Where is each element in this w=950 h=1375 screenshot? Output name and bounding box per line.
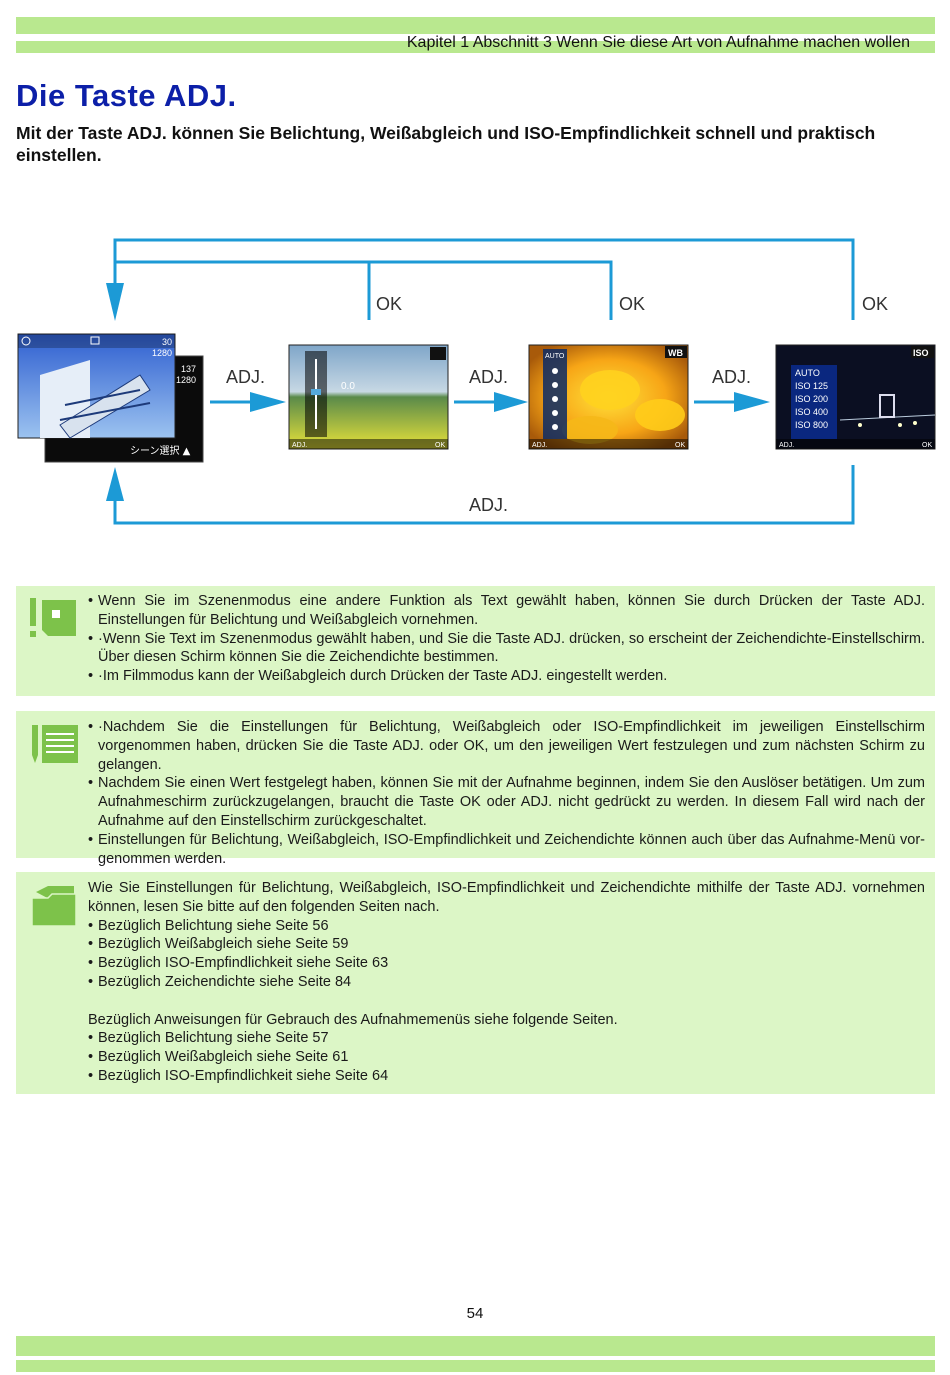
footer-band-top (16, 1336, 935, 1356)
screen-iso: AUTO ISO 125 ISO 200 ISO 400 ISO 800 ISO… (775, 344, 936, 450)
iso-badge: ISO (913, 348, 929, 358)
header-band-bottom (16, 41, 935, 53)
reference-box: Wie Sie Einstellungen für Belichtung, We… (16, 872, 935, 1094)
memo-icon (32, 725, 78, 763)
reference-link[interactable]: Bezüglich Weißabgleich siehe Seite 61 (88, 1048, 925, 1067)
svg-text:AUTO: AUTO (545, 353, 565, 360)
svg-text:ISO 800: ISO 800 (795, 420, 828, 430)
scene-select-label: シーン選択 ▲ (130, 444, 191, 457)
exposure-value: 0.0 (341, 381, 355, 392)
chapter-heading: Kapitel 1 Abschnitt 3 Wenn Sie diese Art… (406, 34, 910, 51)
wb-badge: WB (668, 348, 683, 358)
adj-label-bottom: ADJ. (469, 495, 508, 515)
header-band-top (16, 17, 935, 34)
loop-inner-line-2 (369, 260, 613, 320)
ok-label-3: OK (862, 294, 888, 314)
note-item: Einstellungen für Belichtung, Weißabglei… (88, 831, 925, 869)
svg-text:30: 30 (162, 337, 172, 347)
folder-icon (31, 886, 77, 927)
loop-bottom-line (113, 465, 855, 525)
adj-arrowhead-2 (494, 392, 528, 412)
footer-band-bottom (16, 1360, 935, 1372)
caution-item: ·Im Filmmodus kann der Weißabgleich durc… (88, 667, 925, 686)
svg-text:ISO 400: ISO 400 (795, 407, 828, 417)
down-arrowhead (106, 283, 124, 321)
reference-link[interactable]: Bezüglich ISO-Empfindlichkeit siehe Seit… (88, 954, 925, 973)
svg-text:AUTO: AUTO (795, 368, 820, 378)
svg-text:1280: 1280 (176, 375, 196, 385)
intro-text: Mit der Taste ADJ. können Sie Belichtung… (16, 123, 876, 165)
note-item: ·Nachdem Sie die Einstellungen für Belic… (88, 718, 925, 774)
caution-item: Wenn Sie im Szenenmodus eine andere Funk… (88, 592, 925, 630)
adj-label-2: ADJ. (469, 367, 508, 387)
reference-link[interactable]: Bezüglich Zeichendichte siehe Seite 84 (88, 973, 925, 992)
loop-outer-line (113, 238, 855, 320)
reference-link[interactable]: Bezüglich ISO-Empfindlichkeit siehe Seit… (88, 1067, 925, 1086)
page-number: 54 (466, 1305, 484, 1322)
screen-exposure: 0.0 ADJ. OK (288, 344, 449, 450)
svg-text:ISO 125: ISO 125 (795, 381, 828, 391)
up-arrowhead (106, 467, 124, 501)
note-item: Nachdem Sie einen Wert festgelegt haben,… (88, 774, 925, 830)
ok-label-2: OK (619, 294, 645, 314)
adj-label-3: ADJ. (712, 367, 751, 387)
svg-text:ISO 200: ISO 200 (795, 394, 828, 404)
caution-item: ·Wenn Sie Text im Szenenmodus gewählt ha… (88, 630, 925, 668)
page-title: Die Taste ADJ. (16, 78, 237, 113)
loop-arrows (113, 238, 855, 525)
adj-arrowhead-3 (734, 392, 770, 412)
ok-label-1: OK (376, 294, 402, 314)
caution-icon (30, 598, 76, 637)
caution-box: Wenn Sie im Szenenmodus eine andere Funk… (16, 586, 935, 696)
svg-text:137: 137 (181, 364, 196, 374)
svg-text:OK: OK (435, 442, 445, 449)
svg-text:OK: OK (675, 442, 685, 449)
screen-white-balance: AUTO WB ADJ. OK (528, 344, 689, 450)
reference-intro: Wie Sie Einstellungen für Belichtung, We… (88, 880, 925, 915)
adj-cycle-diagram: OK OK OK ADJ. ADJ. ADJ. ADJ. シーン選択 ▲ 137… (17, 238, 936, 525)
adj-arrowhead-1 (250, 392, 286, 412)
screen-shooting: シーン選択 ▲ 137 1280 30 1280 (17, 333, 204, 463)
svg-text:ADJ.: ADJ. (292, 442, 307, 449)
reference-intro-menu: Bezüglich Anweisungen für Gebrauch des A… (88, 1011, 618, 1028)
svg-text:OK: OK (922, 442, 932, 449)
loop-inner-line-1 (115, 260, 371, 320)
adj-label-1: ADJ. (226, 367, 265, 387)
reference-link[interactable]: Bezüglich Belichtung siehe Seite 57 (88, 1029, 925, 1048)
reference-link[interactable]: Bezüglich Belichtung siehe Seite 56 (88, 917, 925, 936)
svg-text:ADJ.: ADJ. (532, 442, 547, 449)
svg-text:ADJ.: ADJ. (779, 442, 794, 449)
svg-text:1280: 1280 (152, 348, 172, 358)
note-box: ·Nachdem Sie die Einstellungen für Belic… (16, 711, 935, 867)
reference-link[interactable]: Bezüglich Weißabgleich siehe Seite 59 (88, 935, 925, 954)
